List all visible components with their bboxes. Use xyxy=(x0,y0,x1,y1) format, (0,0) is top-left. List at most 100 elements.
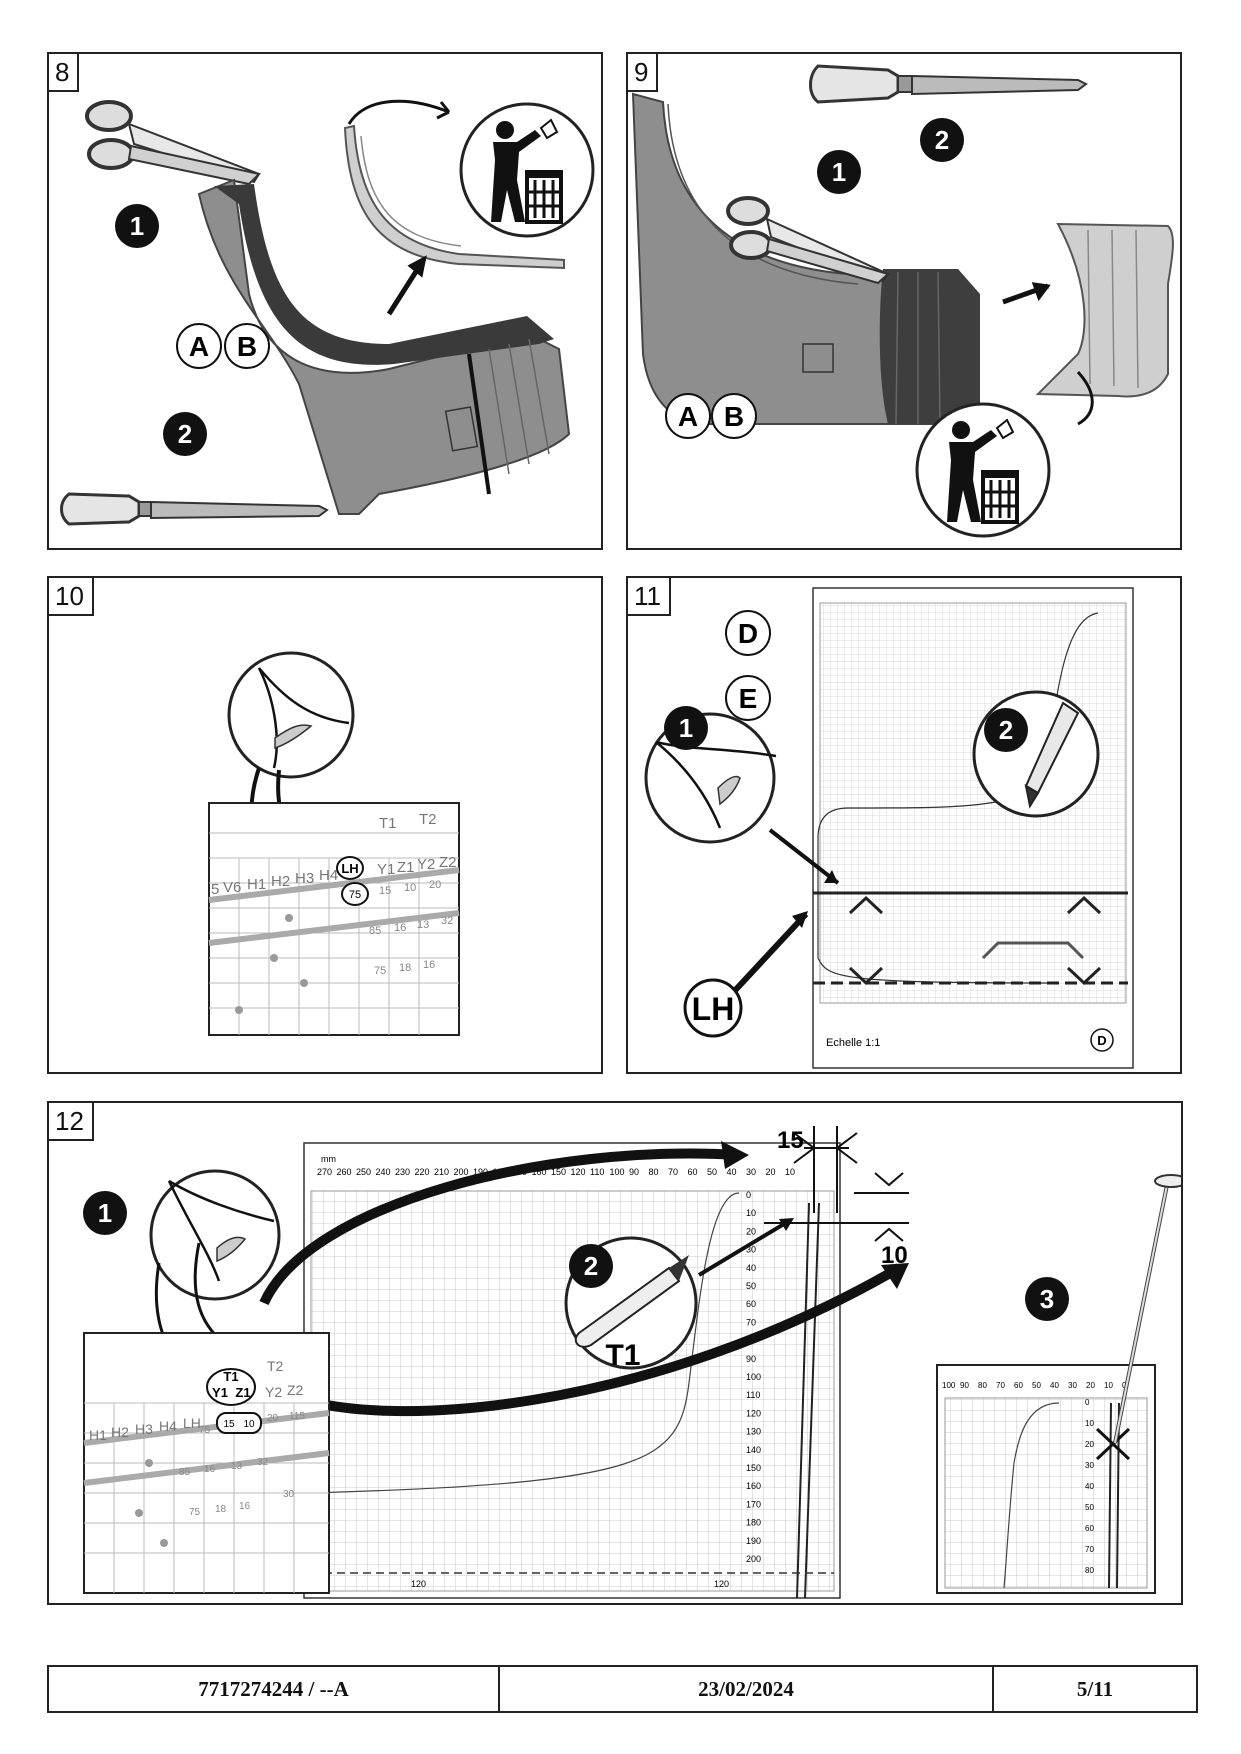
svg-text:16: 16 xyxy=(423,959,435,971)
tick-label: 40 xyxy=(746,1263,756,1273)
svg-text:D: D xyxy=(1097,1033,1106,1048)
scissors-icon xyxy=(726,196,890,285)
tick-label: 70 xyxy=(746,1317,756,1327)
svg-text:LH: LH xyxy=(341,861,358,876)
tick-label: 270 xyxy=(317,1167,332,1177)
svg-text:18: 18 xyxy=(399,962,411,974)
label-b-circle xyxy=(224,323,270,369)
svg-text:5: 5 xyxy=(211,881,219,898)
scissors-icon xyxy=(85,100,262,186)
svg-text:Y2: Y2 xyxy=(265,1384,282,1400)
svg-text:Y2: Y2 xyxy=(417,856,435,873)
step-1-bullet xyxy=(115,204,159,248)
step-number: 11 xyxy=(628,578,671,616)
svg-text:120: 120 xyxy=(411,1579,426,1589)
svg-text:85: 85 xyxy=(179,1467,191,1478)
tick-label: 260 xyxy=(337,1167,352,1177)
svg-text:H3: H3 xyxy=(135,1421,153,1437)
lh-label-circle xyxy=(683,978,743,1038)
svg-text:Z2: Z2 xyxy=(287,1382,304,1398)
zoom-grid xyxy=(209,832,459,1035)
marker-pen-magnifier: 2 T1 xyxy=(564,1236,698,1372)
svg-text:10: 10 xyxy=(404,882,416,894)
tick-label: 190 xyxy=(746,1536,761,1546)
tick-label: 190 xyxy=(473,1167,488,1177)
file-tool-icon xyxy=(809,64,1088,104)
svg-text:T2: T2 xyxy=(267,1358,284,1374)
tick-label: 60 xyxy=(746,1299,756,1309)
tick-label: 90 xyxy=(746,1354,756,1364)
page-number: 5/11 xyxy=(1076,1676,1114,1701)
tick-label: 30 xyxy=(1068,1381,1077,1390)
svg-text:20: 20 xyxy=(429,879,441,891)
tick-label: 10 xyxy=(785,1167,795,1177)
tick-label: 80 xyxy=(649,1167,659,1177)
svg-text:T1: T1 xyxy=(379,815,397,832)
svg-text:T1: T1 xyxy=(605,1339,640,1372)
label-a-circle xyxy=(176,323,222,369)
svg-text:Z2: Z2 xyxy=(439,854,457,871)
svg-text:32: 32 xyxy=(257,1457,269,1468)
svg-text:T1: T1 xyxy=(223,1369,238,1384)
svg-text:H3: H3 xyxy=(295,870,314,887)
document-reference: 7717274244 / --A xyxy=(49,1667,500,1711)
tick-label: 30 xyxy=(746,1245,756,1255)
tick-label: 120 xyxy=(571,1167,586,1177)
tick-label: 130 xyxy=(746,1427,761,1437)
svg-text:20: 20 xyxy=(267,1413,279,1424)
svg-text:H1: H1 xyxy=(89,1427,107,1443)
tick-label: 250 xyxy=(356,1167,371,1177)
tick-label: 10 xyxy=(746,1208,756,1218)
svg-text:16: 16 xyxy=(394,922,406,934)
column-labels: 5 V6 H1 H2 H3 H4 Y1 Z1 Y2 Z2 xyxy=(211,854,457,898)
svg-text:D: D xyxy=(738,618,758,649)
tick-label: 140 xyxy=(746,1445,761,1455)
svg-text:13: 13 xyxy=(417,919,429,931)
tick-label: 0 xyxy=(1122,1381,1127,1390)
tick-label: 170 xyxy=(746,1499,761,1509)
step-9-illustration: 1 2 A B xyxy=(631,64,1174,538)
svg-text:LH: LH xyxy=(692,991,735,1027)
label-b-circle xyxy=(711,393,757,439)
file-tool-icon xyxy=(60,492,329,526)
scale-label: Echelle 1:1 xyxy=(826,1037,880,1049)
svg-text:Z1: Z1 xyxy=(235,1385,250,1400)
svg-text:115: 115 xyxy=(289,1411,305,1422)
tick-label: 20 xyxy=(1085,1440,1094,1449)
svg-text:A: A xyxy=(678,401,698,432)
tick-label: 240 xyxy=(376,1167,391,1177)
step-2-bullet xyxy=(163,412,207,456)
svg-text:85: 85 xyxy=(369,925,381,937)
tick-label: 230 xyxy=(395,1167,410,1177)
svg-text:2: 2 xyxy=(178,419,192,449)
svg-text:B: B xyxy=(724,401,744,432)
tick-label: 30 xyxy=(1085,1461,1094,1470)
tick-label: 70 xyxy=(996,1381,1005,1390)
step-2-bullet xyxy=(920,118,964,162)
svg-text:15: 15 xyxy=(223,1419,235,1430)
tick-label: 110 xyxy=(746,1390,760,1400)
svg-text:75: 75 xyxy=(349,889,361,901)
svg-text:15: 15 xyxy=(379,885,391,897)
tick-label: 100 xyxy=(942,1381,956,1390)
tick-label: 110 xyxy=(590,1167,604,1177)
svg-text:1: 1 xyxy=(130,211,144,241)
tick-label: 180 xyxy=(746,1518,761,1528)
label-a-circle xyxy=(665,393,711,439)
panel-step-10: 10 T1 T2 5 V6 H1 H2 H3 H4 Y1 Z1 Y2 Z2 xyxy=(47,576,603,1074)
svg-text:Y1: Y1 xyxy=(212,1385,228,1400)
svg-text:75: 75 xyxy=(189,1507,201,1518)
svg-text:75: 75 xyxy=(199,1425,211,1436)
arrow-to-z xyxy=(282,1263,902,1416)
tick-label: 90 xyxy=(629,1167,639,1177)
svg-text:H2: H2 xyxy=(271,873,290,890)
tick-label: 60 xyxy=(1085,1524,1094,1533)
svg-text:3: 3 xyxy=(1040,1284,1054,1314)
svg-text:H2: H2 xyxy=(111,1424,129,1440)
tick-label: 40 xyxy=(1050,1381,1059,1390)
step-1-bullet xyxy=(817,150,861,194)
svg-text:13: 13 xyxy=(231,1461,243,1472)
svg-text:16: 16 xyxy=(239,1501,251,1512)
tick-label: 210 xyxy=(434,1167,449,1177)
